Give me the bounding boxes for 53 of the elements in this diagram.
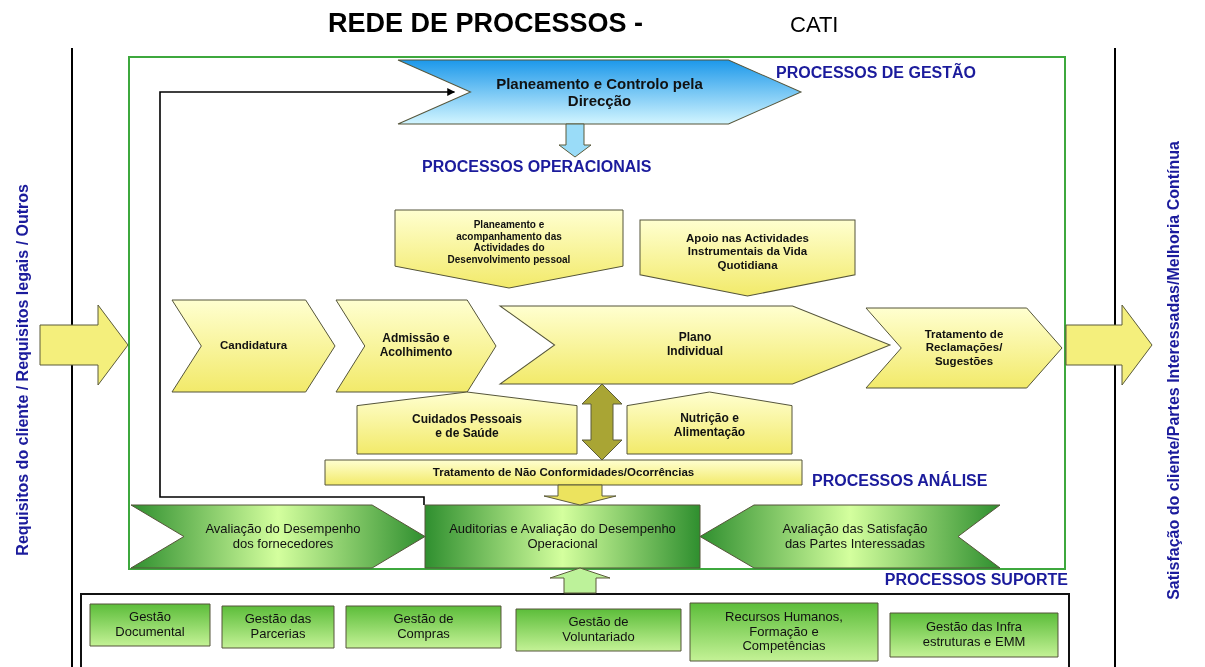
process-label: Gestão de Voluntariado <box>561 615 636 645</box>
block-arrow <box>581 383 623 461</box>
process-label: Apoio nas Actividades Instrumentais da Vida Quotidiana <box>685 232 810 272</box>
process-step <box>866 308 1062 388</box>
process-label: Avaliação do Desempenho dos fornecedores <box>204 521 362 552</box>
process-band <box>425 505 700 568</box>
section-heading: PROCESSOS ANÁLISE <box>812 472 988 490</box>
block-arrow <box>39 304 129 386</box>
process-label: Planeamento e Controlo pela Direcção <box>495 74 704 110</box>
section-heading: PROCESSOS SUPORTE <box>884 571 1068 589</box>
process-step <box>700 505 1000 568</box>
process-label: Planeamento e acompanhamento das Actividades do Desenvolvimento pessoal <box>446 219 572 265</box>
process-step <box>172 300 335 392</box>
process-label: Gestão de Compras <box>392 612 455 642</box>
section-heading: PROCESSOS DE GESTÃO <box>776 64 977 82</box>
process-step <box>500 306 890 384</box>
side-label: Requisitos do cliente / Requisitos legais / Outros <box>13 184 32 556</box>
block-arrow <box>1065 304 1153 386</box>
support-box <box>346 606 501 648</box>
process-step <box>131 505 425 568</box>
section-heading: PROCESSOS OPERACIONAIS <box>422 158 652 176</box>
process-label: Tratamento de Não Conformidades/Ocorrências <box>432 465 695 480</box>
process-label: Gestão das Parcerias <box>243 612 313 642</box>
arrow <box>159 88 456 506</box>
process-label: Admissão e Acolhimento <box>378 332 454 360</box>
process-banner <box>357 392 577 454</box>
support-box <box>222 606 334 648</box>
process-step <box>336 300 496 392</box>
process-label: Nutrição e Alimentação <box>672 412 747 440</box>
process-label: Auditorias e Avaliação do Desempenho Operacional <box>448 521 677 552</box>
process-label: Cuidados Pessoais e de Saúde <box>410 413 523 441</box>
process-label: Candidatura <box>219 339 288 353</box>
process-label: Tratamento de Reclamações/ Sugestões <box>923 328 1005 368</box>
process-banner <box>627 392 792 454</box>
process-label: Gestão das Infra estruturas e EMM <box>921 620 1027 650</box>
support-box <box>516 609 681 651</box>
block-arrow <box>543 484 617 506</box>
process-label: Recursos Humanos, Formação e Competências <box>724 609 844 655</box>
block-arrow <box>558 123 592 158</box>
side-label: Satisfação do cliente/Partes Interessadas/Melhoria Contínua <box>1164 140 1183 600</box>
subtitle-text: CATI <box>790 12 839 38</box>
process-label: Gestão Documental <box>114 610 186 640</box>
support-box <box>690 603 878 661</box>
process-label: Avaliação das Satisfação das Partes Interessadas <box>781 521 929 552</box>
process-pentagon <box>640 220 855 296</box>
support-box <box>90 604 210 646</box>
process-frame <box>128 56 1066 570</box>
block-arrow <box>549 567 611 594</box>
diagram-title: REDE DE PROCESSOS - <box>328 8 644 39</box>
process-box <box>325 460 802 485</box>
process-label: Plano Individual <box>666 331 724 359</box>
process-pentagon <box>395 210 623 288</box>
support-box <box>890 613 1058 657</box>
